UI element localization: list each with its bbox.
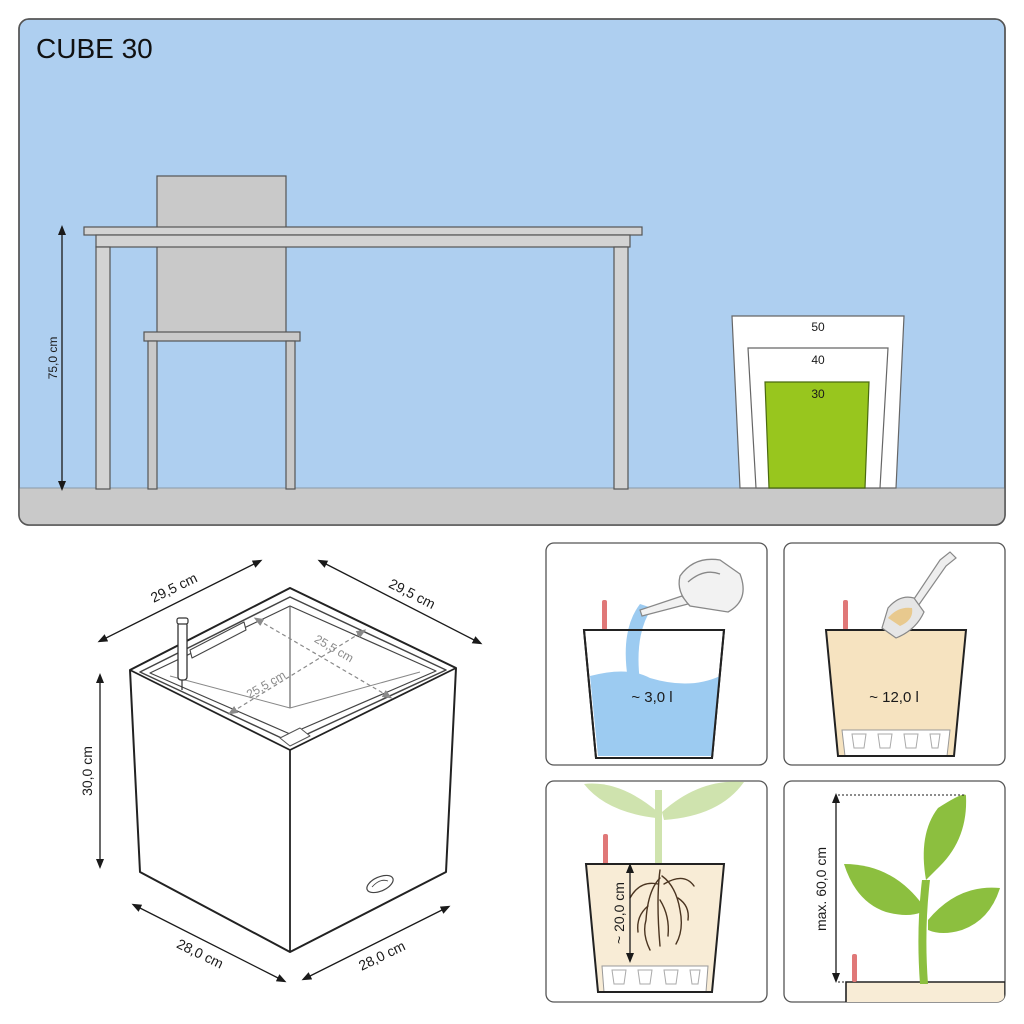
root-depth-label: ~ 20,0 cm <box>611 882 627 944</box>
watering-can-icon <box>639 558 744 617</box>
scene-panel: CUBE 30 75,0 cm 50 40 30 <box>18 18 1006 526</box>
step-panel-water: ~ 3,0 l <box>545 542 768 766</box>
size-label-40: 40 <box>811 353 825 367</box>
water-fill <box>590 671 720 756</box>
step-panel-soil: ~ 12,0 l <box>783 542 1006 766</box>
size-comparison: 50 40 30 <box>731 315 905 489</box>
table-height-label: 75,0 cm <box>46 337 60 380</box>
soil-volume-label: ~ 12,0 l <box>869 689 919 706</box>
trowel-icon <box>881 551 957 639</box>
table-height-dimension: 75,0 cm <box>46 225 66 491</box>
size-label-50: 50 <box>811 320 825 334</box>
bottom-left-width-label: 28,0 cm <box>174 935 226 971</box>
table <box>83 226 643 490</box>
cube-30-planter <box>764 381 870 489</box>
brand-logo-icon <box>366 874 394 894</box>
roots-icon <box>629 869 695 951</box>
plant-icon <box>844 794 1000 984</box>
height-label: 30,0 cm <box>79 746 95 796</box>
max-height-label: max. 60,0 cm <box>813 847 829 931</box>
water-volume-label: ~ 3,0 l <box>631 689 672 706</box>
size-label-30: 30 <box>811 387 825 401</box>
chair <box>143 175 301 490</box>
step-panel-roots: ~ 20,0 cm <box>545 780 768 1003</box>
cube-drawing: 25,5 cm 25,5 cm 29,5 cm 29,5 cm 30,0 cm … <box>79 559 483 983</box>
bottom-right-width-label: 28,0 cm <box>356 937 408 973</box>
top-left-width-label: 29,5 cm <box>148 569 200 605</box>
floor <box>19 488 1005 525</box>
top-right-width-label: 29,5 cm <box>386 575 438 612</box>
step-panel-plant: max. 60,0 cm <box>783 780 1006 1003</box>
page-title: CUBE 30 <box>36 33 153 64</box>
